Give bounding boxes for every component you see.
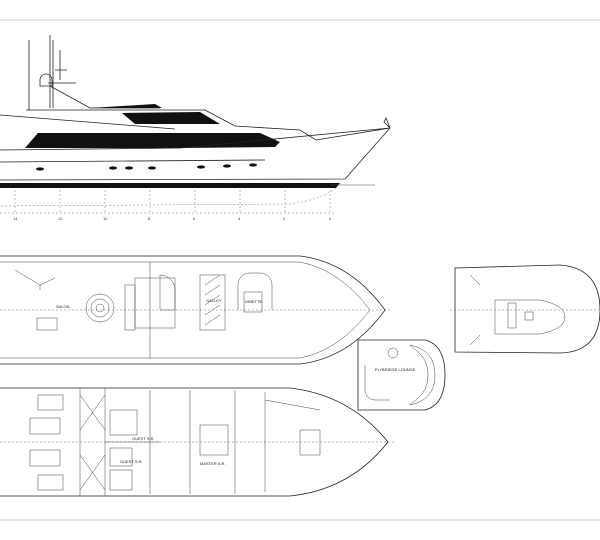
station-label: 8 [148, 216, 151, 221]
room-label-salon: SALON [56, 304, 70, 309]
station-label: 2 [283, 216, 286, 221]
room-label-flybridge-lounge: FLYBRIDGE LOUNGE [375, 367, 416, 372]
station-label: 10 [103, 216, 108, 221]
portholes [36, 163, 257, 171]
main-deck-plan: SALON GALLEY DINETTE [0, 255, 390, 365]
room-label-guest-sr: GUEST S.R. [132, 436, 155, 441]
station-label: 4 [238, 216, 241, 221]
room-label-dinette: DINETTE [245, 299, 262, 304]
lower-deck-plan: GUEST S.R. GUEST S.R. MASTER S.R. [0, 387, 395, 497]
station-label: 0 [329, 216, 332, 221]
room-label-galley: GALLEY [206, 298, 222, 303]
flybridge-plan: FLYBRIDGE LOUNGE [357, 339, 446, 411]
station-scale: 14 12 10 8 6 4 2 0 [13, 190, 332, 221]
profile-view [0, 35, 391, 214]
station-label: 12 [58, 216, 63, 221]
sun-deck-plan [450, 264, 600, 354]
station-label: 6 [193, 216, 196, 221]
room-label-master-sr: MASTER S.R. [200, 461, 226, 466]
station-label: 14 [13, 216, 18, 221]
room-label-guest-sr: GUEST S.R. [120, 459, 143, 464]
